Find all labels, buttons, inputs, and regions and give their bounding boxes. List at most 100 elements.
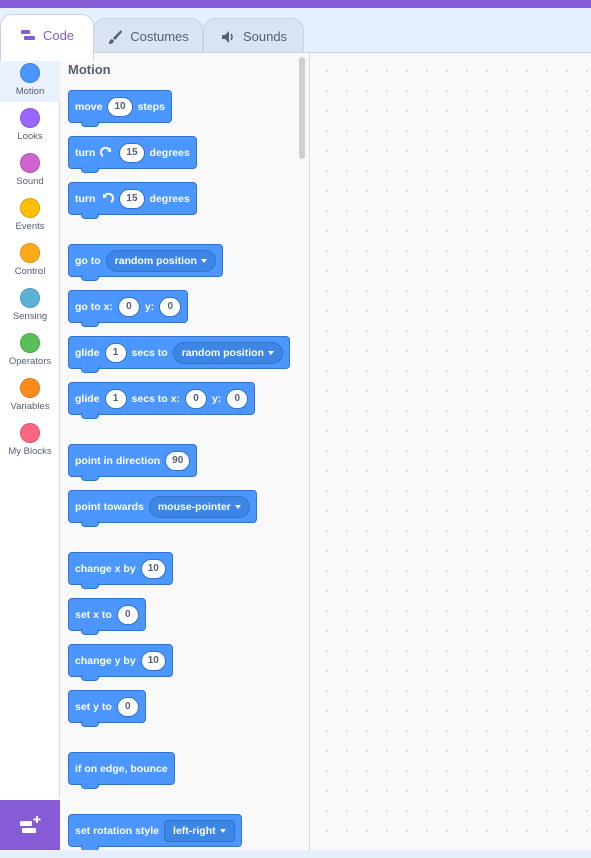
- x-input[interactable]: 0: [184, 388, 207, 409]
- block-text: set x to: [75, 608, 112, 621]
- dropdown-value: left-right: [173, 824, 216, 837]
- go-to-block[interactable]: go to random position: [68, 244, 223, 281]
- category-sound[interactable]: Sound: [0, 147, 60, 192]
- block-text: y:: [144, 300, 155, 313]
- sound-dot-icon: [20, 153, 40, 173]
- category-label: Events: [15, 221, 45, 232]
- caret-down-icon: [200, 258, 207, 263]
- tab-costumes[interactable]: Costumes: [93, 18, 203, 54]
- move-steps-block[interactable]: move 10 steps: [68, 90, 172, 127]
- y-input[interactable]: 0: [116, 696, 139, 717]
- block-text: change y by: [75, 654, 136, 667]
- script-area[interactable]: [311, 53, 591, 851]
- change-y-block[interactable]: change y by 10: [68, 644, 173, 681]
- caret-down-icon: [219, 828, 226, 833]
- x-input[interactable]: 10: [140, 558, 166, 579]
- block-text: point towards: [75, 500, 144, 513]
- category-looks[interactable]: Looks: [0, 102, 60, 147]
- glide-to-block[interactable]: glide 1 secs to random position: [68, 336, 290, 373]
- code-icon: [20, 30, 35, 40]
- block-text: turn: [75, 192, 96, 205]
- block-text: set rotation style: [75, 824, 160, 837]
- tab-costumes-label: Costumes: [130, 29, 189, 44]
- block-text: if on edge, bounce: [75, 762, 168, 775]
- y-input[interactable]: 0: [159, 296, 182, 317]
- bottom-bar: [0, 850, 591, 858]
- glide-xy-block[interactable]: glide 1 secs to x: 0 y: 0: [68, 382, 256, 419]
- target-dropdown[interactable]: mouse-pointer: [148, 495, 250, 518]
- block-text: set y to: [75, 700, 112, 713]
- direction-input[interactable]: 90: [165, 450, 191, 471]
- category-label: Looks: [17, 131, 43, 142]
- code-editor: Motion Looks Sound Events Control Sensin…: [0, 52, 591, 851]
- category-label: Operators: [8, 356, 52, 367]
- block-text: change x by: [75, 562, 136, 575]
- degrees-input[interactable]: 15: [119, 142, 145, 163]
- add-extension-icon: [20, 815, 41, 833]
- tab-sounds[interactable]: Sounds: [203, 18, 304, 54]
- dropdown-value: mouse-pointer: [157, 500, 231, 513]
- block-text: point in direction: [75, 454, 161, 467]
- palette-scrollbar[interactable]: [299, 57, 305, 159]
- category-variables[interactable]: Variables: [0, 372, 60, 417]
- block-text: go to: [75, 254, 101, 267]
- tab-code[interactable]: Code: [0, 14, 94, 61]
- target-dropdown[interactable]: random position: [105, 249, 216, 272]
- point-in-direction-block[interactable]: point in direction 90: [68, 444, 198, 481]
- block-text: secs to x:: [131, 392, 180, 405]
- block-text: turn: [75, 146, 96, 159]
- brush-icon: [109, 29, 123, 44]
- add-extension-button[interactable]: [0, 800, 60, 851]
- palette-title: Motion: [68, 62, 111, 77]
- set-y-block[interactable]: set y to 0: [68, 690, 146, 727]
- control-dot-icon: [20, 243, 40, 263]
- my-blocks-dot-icon: [20, 423, 40, 443]
- y-input[interactable]: 10: [140, 650, 166, 671]
- x-input[interactable]: 0: [117, 296, 140, 317]
- steps-input[interactable]: 10: [107, 96, 133, 117]
- rotate-left-icon: [103, 192, 115, 203]
- secs-input[interactable]: 1: [104, 342, 127, 363]
- category-my-blocks[interactable]: My Blocks: [0, 417, 60, 462]
- editor-tabs: Code Costumes Sounds: [0, 8, 591, 61]
- y-input[interactable]: 0: [226, 388, 249, 409]
- category-operators[interactable]: Operators: [0, 327, 60, 372]
- category-menu: Motion Looks Sound Events Control Sensin…: [0, 53, 60, 798]
- x-input[interactable]: 0: [116, 604, 139, 625]
- dropdown-value: random position: [181, 346, 264, 359]
- change-x-block[interactable]: change x by 10: [68, 552, 173, 589]
- go-to-xy-block[interactable]: go to x: 0 y: 0: [68, 290, 189, 327]
- degrees-input[interactable]: 15: [119, 188, 145, 209]
- rotation-dropdown[interactable]: left-right: [164, 819, 235, 842]
- block-text: secs to: [131, 346, 168, 359]
- variables-dot-icon: [20, 378, 40, 398]
- category-events[interactable]: Events: [0, 192, 60, 237]
- category-label: Sensing: [12, 311, 48, 322]
- dropdown-value: random position: [114, 254, 197, 267]
- turn-right-block[interactable]: turn 15 degrees: [68, 136, 197, 173]
- category-control[interactable]: Control: [0, 237, 60, 282]
- category-label: Motion: [15, 86, 45, 97]
- category-label: Control: [14, 266, 46, 277]
- set-x-block[interactable]: set x to 0: [68, 598, 146, 635]
- category-sensing[interactable]: Sensing: [0, 282, 60, 327]
- sensing-dot-icon: [20, 288, 40, 308]
- tab-sounds-label: Sounds: [242, 29, 288, 44]
- category-label: Sound: [16, 176, 44, 187]
- category-label: My Blocks: [8, 446, 52, 457]
- bounce-block[interactable]: if on edge, bounce: [68, 752, 175, 789]
- block-text: go to x:: [75, 300, 113, 313]
- secs-input[interactable]: 1: [104, 388, 127, 409]
- block-text: degrees: [149, 192, 190, 205]
- block-palette: Motion move 10 steps turn 15 degrees tur…: [60, 53, 310, 851]
- turn-left-block[interactable]: turn 15 degrees: [68, 182, 197, 219]
- category-motion[interactable]: Motion: [0, 57, 60, 102]
- events-dot-icon: [20, 198, 40, 218]
- point-towards-block[interactable]: point towards mouse-pointer: [68, 490, 257, 527]
- rotation-style-block[interactable]: set rotation style left-right: [68, 814, 242, 851]
- block-text: steps: [137, 100, 165, 113]
- target-dropdown[interactable]: random position: [172, 341, 283, 364]
- block-text: glide: [75, 392, 100, 405]
- speaker-icon: [221, 30, 233, 43]
- block-text: glide: [75, 346, 100, 359]
